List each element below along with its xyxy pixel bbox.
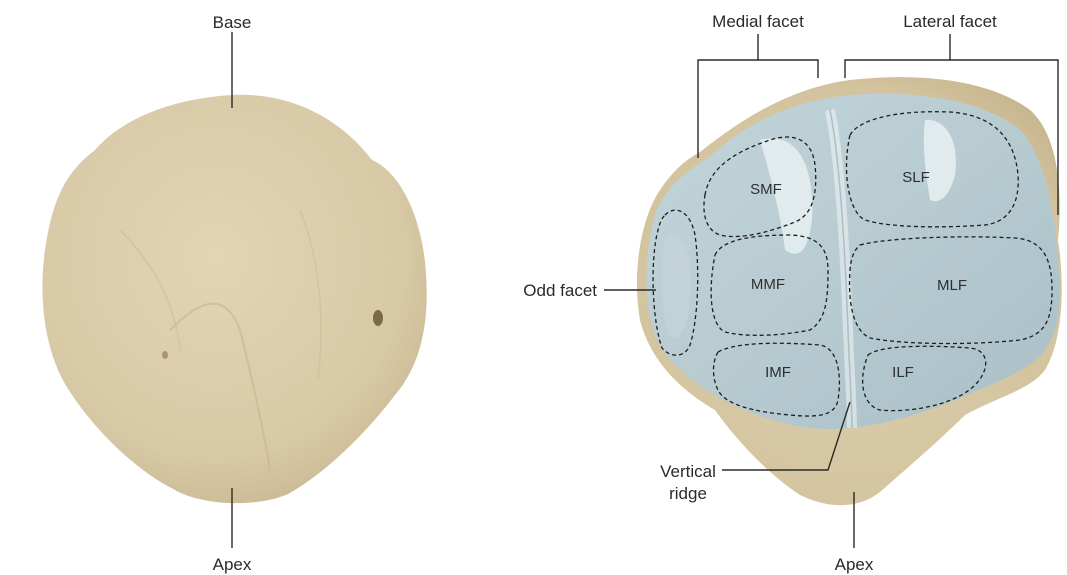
- facet-label-imf: IMF: [765, 364, 791, 381]
- right-patella: SMF SLF MMF MLF IMF ILF Medial facet Lat…: [523, 12, 1061, 574]
- left-apex-label: Apex: [213, 555, 252, 574]
- odd-facet-label: Odd facet: [523, 281, 597, 300]
- base-label: Base: [213, 13, 252, 32]
- facet-label-mmf: MMF: [751, 276, 785, 293]
- vertical-ridge-label-line1: Vertical: [660, 462, 716, 481]
- left-patella: Base Apex: [42, 13, 426, 574]
- facet-label-smf: SMF: [750, 181, 782, 198]
- facet-label-slf: SLF: [902, 169, 930, 186]
- left-patella-foramen: [162, 351, 168, 359]
- medial-facet-label: Medial facet: [712, 12, 804, 31]
- lateral-facet-label: Lateral facet: [903, 12, 997, 31]
- facet-label-ilf: ILF: [892, 364, 914, 381]
- vertical-ridge-label-line2: ridge: [669, 484, 707, 503]
- left-patella-foramen: [373, 310, 383, 326]
- left-patella-bone: [42, 95, 426, 503]
- right-apex-label: Apex: [835, 555, 874, 574]
- facet-label-mlf: MLF: [937, 277, 967, 294]
